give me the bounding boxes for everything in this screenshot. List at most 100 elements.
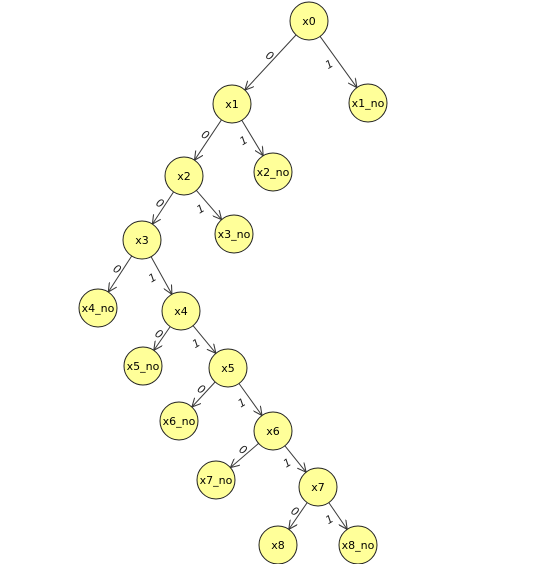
node-circle (123, 346, 163, 386)
node-circle (159, 401, 199, 441)
node-circle (122, 220, 162, 260)
nodes-layer: x0 x1 x1_no x2 x2_no x3 x3_no x4_no x4 x5_no x5 x6_… (78, 1, 388, 564)
edge-arrow (245, 34, 297, 90)
node-label: x2_no (257, 166, 290, 179)
node-x4: x4 (161, 291, 201, 331)
edge-x0-x1_no: 1 (319, 36, 357, 87)
node-label: x4_no (82, 302, 115, 315)
edge-x7-x8: 0 (289, 502, 308, 530)
node-x2_no: x2_no (253, 152, 293, 192)
node-circle (164, 156, 204, 196)
edge-x6-x7: 1 (281, 445, 306, 472)
edge-arrow (152, 191, 175, 224)
node-label: x7_no (200, 474, 233, 487)
edge-x1-x2_no: 1 (237, 120, 263, 155)
node-circle (78, 288, 118, 328)
edge-arrow (154, 326, 171, 351)
node-label: x7 (311, 481, 325, 494)
edge-arrow (196, 190, 221, 219)
edge-arrow (108, 255, 133, 292)
node-circle (196, 460, 236, 500)
node-x7: x7 (298, 467, 338, 507)
node-x8: x8 (258, 525, 298, 564)
node-circle (338, 525, 378, 564)
edge-x4-x5: 1 (190, 325, 216, 354)
edge-arrow (195, 119, 222, 160)
edge-arrow (230, 443, 259, 467)
edge-x6-x7_no: 0 (230, 443, 259, 468)
edge-x4-x5_no: 0 (153, 326, 171, 351)
node-circle (258, 525, 298, 564)
edge-label: 0 (111, 262, 124, 277)
edge-x5-x6: 1 (236, 383, 262, 416)
node-label: x6_no (163, 415, 196, 428)
node-label: x6 (266, 425, 280, 438)
node-circle (298, 467, 338, 507)
node-x5_no: x5_no (123, 346, 163, 386)
edge-label: 0 (153, 327, 166, 342)
edge-label: 1 (323, 512, 336, 527)
node-label: x4 (174, 305, 188, 318)
node-label: x1_no (352, 97, 385, 110)
edge-arrow (150, 256, 172, 295)
node-x1_no: x1_no (348, 83, 388, 123)
node-label: x8 (271, 539, 285, 552)
node-circle (161, 291, 201, 331)
node-label: x3_no (218, 228, 251, 241)
edge-arrow (284, 445, 306, 472)
edge-label: 1 (236, 396, 249, 411)
edge-x0-x1: 0 (245, 34, 297, 90)
node-circle (253, 152, 293, 192)
edge-x5-x6_no: 0 (192, 381, 216, 407)
node-circle (348, 83, 388, 123)
node-x0: x0 (289, 1, 329, 41)
node-circle (208, 348, 248, 388)
node-x6_no: x6_no (159, 401, 199, 441)
edge-x3-x4_no: 0 (108, 255, 133, 292)
edge-label: 1 (237, 133, 250, 148)
node-x1: x1 (212, 84, 252, 124)
node-x7_no: x7_no (196, 460, 236, 500)
node-x8_no: x8_no (338, 525, 378, 564)
edge-arrow (238, 383, 262, 416)
node-x3: x3 (122, 220, 162, 260)
node-x3_no: x3_no (214, 214, 254, 254)
edge-label: 1 (190, 336, 203, 351)
edge-arrow (319, 36, 357, 87)
edge-arrow (192, 381, 216, 407)
edge-arrow (289, 502, 308, 530)
node-circle (214, 214, 254, 254)
node-x4_no: x4_no (78, 288, 118, 328)
edge-x3-x4: 1 (146, 256, 172, 295)
node-label: x2 (177, 170, 191, 183)
node-label: x5 (221, 362, 235, 375)
edge-x2-x3_no: 1 (194, 190, 221, 219)
edge-label: 1 (146, 271, 159, 286)
edge-x2-x3: 0 (152, 191, 175, 224)
node-x6: x6 (253, 411, 293, 451)
edge-x7-x8_no: 1 (323, 502, 347, 530)
edge-label: 0 (199, 128, 212, 143)
node-label: x1 (225, 98, 239, 111)
edge-x1-x2: 0 (195, 119, 222, 160)
node-label: x3 (135, 234, 149, 247)
node-label: x8_no (342, 539, 375, 552)
edge-arrow (328, 502, 347, 530)
edge-label: 0 (154, 196, 167, 211)
edge-label: 0 (289, 504, 302, 519)
node-circle (289, 1, 329, 41)
edge-label: 0 (195, 382, 208, 397)
node-circle (253, 411, 293, 451)
edge-arrow (192, 325, 216, 354)
edge-label: 1 (323, 57, 336, 72)
node-x5: x5 (208, 348, 248, 388)
edge-arrow (241, 120, 263, 155)
edge-label: 0 (237, 443, 250, 458)
node-label: x0 (302, 15, 316, 28)
edge-label: 0 (263, 49, 276, 64)
node-label: x5_no (127, 360, 160, 373)
edge-label: 1 (281, 456, 294, 471)
edge-label: 1 (194, 202, 207, 217)
